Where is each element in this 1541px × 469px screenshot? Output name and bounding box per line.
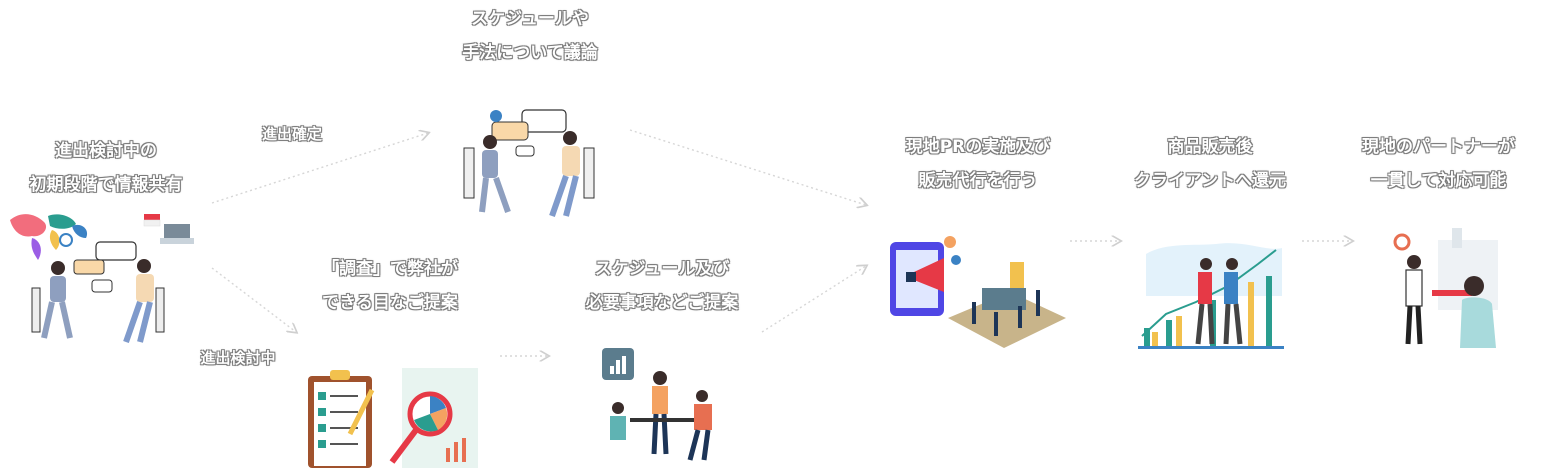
person-right (123, 259, 165, 343)
label-considering: 進出検討中 (200, 349, 276, 367)
arrow-start-to-research (211, 267, 296, 332)
two-people-discussion-icon (463, 109, 595, 217)
label-after-sales-line2: クライアントへ還元 (1133, 171, 1287, 191)
clipboard-and-magnifier-icon (308, 368, 478, 468)
label-decided: 進出確定 (261, 125, 322, 143)
handshake-growth-chart-icon (1138, 243, 1284, 349)
building-icon (160, 224, 194, 244)
world-map-icon (10, 214, 88, 260)
label-start: 進出検討中の 初期段階で情報共有 (0, 134, 212, 202)
meeting-with-world-map-icon (10, 214, 194, 343)
label-schedule-talk: スケジュールや 手法について議論 (420, 2, 640, 70)
label-start-line2: 初期段階で情報共有 (29, 175, 183, 195)
local-partner-icon (1393, 228, 1498, 348)
megaphone-promotion-icon (890, 236, 1066, 348)
label-local-pr-line1: 現地PRの実施及び (905, 137, 1051, 157)
person-left (31, 261, 73, 339)
label-schedule-talk-line2: 手法について議論 (462, 43, 598, 63)
chat-bubbles (73, 241, 137, 293)
label-partner-line1: 現地のパートナーが (1362, 137, 1515, 157)
label-local-pr: 現地PRの実施及び 販売代行を行う (868, 130, 1088, 198)
label-schedule-talk-line1: スケジュールや (471, 9, 589, 29)
label-schedule-proposal: スケジュール及び 必要事項などご提案 (552, 252, 772, 320)
arrow-discussion-to-promotion (629, 129, 866, 205)
label-after-sales: 商品販売後 クライアントへ還元 (1110, 130, 1310, 198)
arrow-team-to-promotion (761, 266, 866, 333)
label-research: 「調査」で弊社が できる目なご提案 (290, 252, 490, 320)
label-partner-line2: 一貫して対応可能 (1370, 171, 1507, 191)
label-after-sales-line1: 商品販売後 (1167, 137, 1253, 157)
label-start-line1: 進出検討中の (55, 141, 157, 161)
label-research-line1: 「調査」で弊社が (322, 259, 458, 279)
label-schedule-proposal-line1: スケジュール及び (594, 259, 730, 279)
team-meeting-icon (602, 348, 712, 461)
label-partner: 現地のパートナーが 一貫して対応可能 (1336, 130, 1541, 198)
indonesia-flag-icon (143, 214, 161, 227)
label-schedule-proposal-line2: 必要事項などご提案 (585, 293, 739, 313)
label-research-line2: できる目なご提案 (322, 293, 458, 313)
label-local-pr-line2: 販売代行を行う (918, 171, 1038, 191)
